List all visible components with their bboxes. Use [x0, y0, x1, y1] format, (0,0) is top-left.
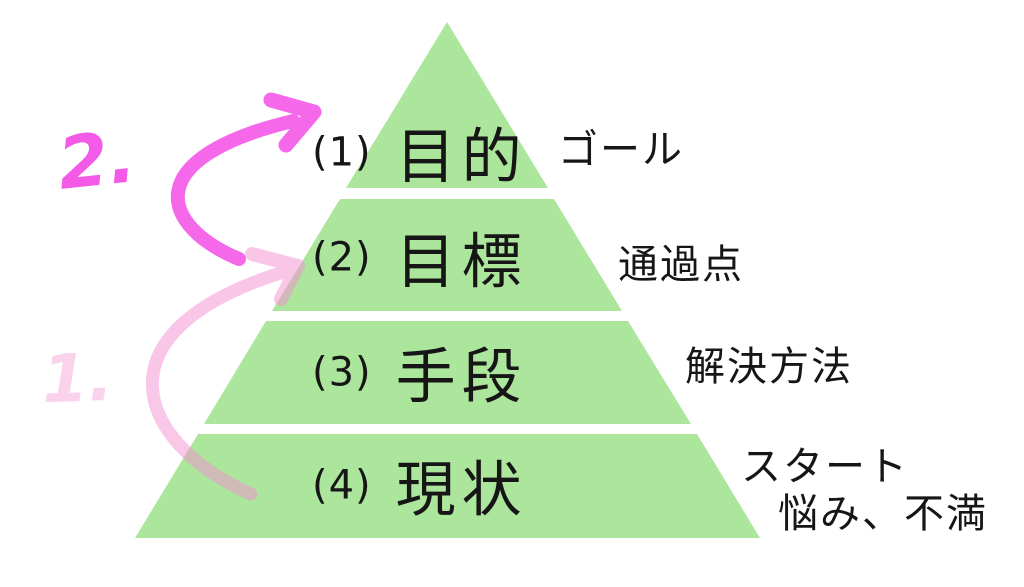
level-3-note: 解決方法 [685, 344, 853, 390]
level-4-caption: (4) 現状 [312, 442, 528, 529]
step-2-number: 2. [53, 114, 140, 206]
level-2-label: 目標 [395, 227, 528, 298]
arrow-step1 [145, 247, 305, 501]
level-1-note: ゴール [558, 127, 684, 173]
pyramid-level-2-shape [272, 199, 622, 311]
level-4-label: 現状 [395, 455, 528, 526]
arrow-step1-head-icon [245, 247, 305, 306]
arrow-step1-shaft [145, 264, 294, 501]
arrow-step2-head-icon [263, 92, 322, 153]
level-3-caption: (3) 手段 [312, 329, 528, 416]
pyramid-level-4-shape [135, 434, 760, 538]
pyramid-level-3-shape [204, 321, 691, 424]
level-2-caption: (2) 目標 [312, 214, 528, 301]
arrow-step2-shaft [170, 114, 300, 266]
level-4-number: (4) [312, 462, 372, 508]
level-1-number: (1) [312, 129, 372, 175]
level-4-note-line2: 悩み、不満 [778, 491, 988, 537]
level-3-label: 手段 [395, 342, 528, 413]
arrow-step2 [170, 92, 322, 266]
level-1-caption: (1) 目的 [312, 109, 528, 196]
step-1-number: 1. [40, 338, 115, 419]
pyramid-level-1-shape [346, 22, 548, 188]
level-1-label: 目的 [395, 122, 528, 193]
level-3-number: (3) [312, 349, 372, 395]
level-2-note: 通過点 [618, 242, 744, 288]
level-2-number: (2) [312, 234, 372, 280]
level-4-note-line1: スタート [741, 444, 909, 490]
